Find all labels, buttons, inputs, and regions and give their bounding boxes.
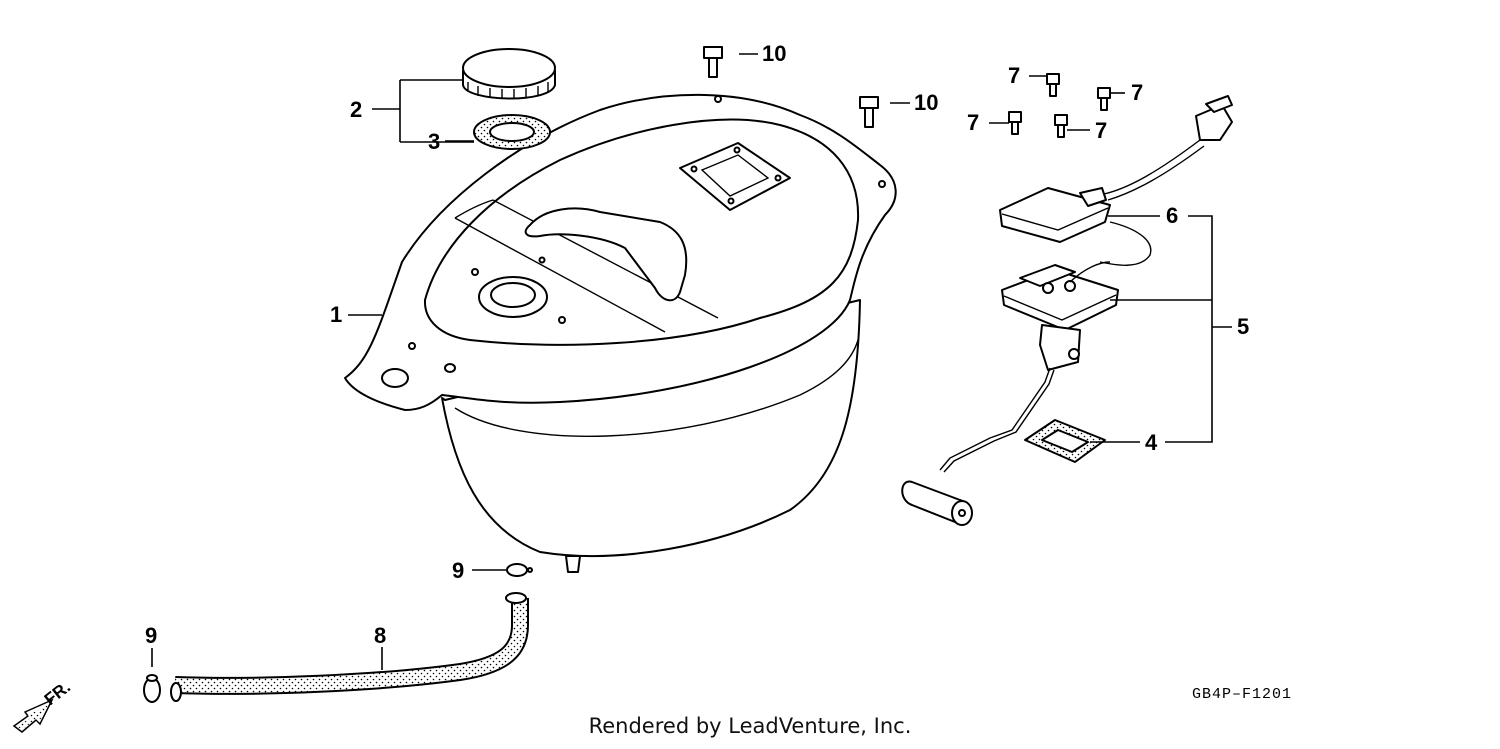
callout-7d: 7 — [1095, 118, 1107, 143]
callout-7a: 7 — [1008, 63, 1020, 88]
fuel-hose — [170, 592, 529, 702]
fuel-tank — [344, 93, 897, 573]
bolt-10-b — [859, 96, 879, 128]
bolt-10-a — [703, 46, 723, 78]
screw-7-d — [1054, 114, 1068, 138]
callout-9a: 9 — [452, 558, 464, 583]
fuel-unit — [901, 261, 1119, 526]
leader-lines — [151, 53, 1232, 670]
callout-1: 1 — [330, 302, 342, 327]
callout-3: 3 — [428, 129, 440, 154]
callout-7c: 7 — [967, 110, 979, 135]
callout-labels: 1 2 3 4 5 6 7 7 7 7 8 9 9 10 10 — [145, 41, 1249, 648]
filler-cap — [462, 48, 556, 100]
callout-2: 2 — [350, 97, 362, 122]
filler-gasket — [473, 114, 551, 150]
hose-clip-a — [506, 563, 533, 577]
diagram-code: GB4P–F1201 — [1192, 686, 1292, 703]
screw-7-b — [1097, 87, 1111, 111]
fuel-unit-cover — [999, 95, 1233, 266]
callout-8: 8 — [374, 623, 386, 648]
callout-4: 4 — [1145, 430, 1158, 455]
callout-10b: 10 — [914, 90, 938, 115]
callout-6: 6 — [1166, 203, 1178, 228]
render-credit: Rendered by LeadVenture, Inc. — [588, 714, 912, 738]
fuel-unit-gasket — [1024, 419, 1106, 463]
callout-10a: 10 — [762, 41, 786, 66]
hose-clip-b — [143, 674, 161, 703]
callout-5: 5 — [1237, 314, 1249, 339]
screw-7-a — [1046, 73, 1060, 97]
screw-7-c — [1008, 111, 1022, 135]
callout-9b: 9 — [145, 623, 157, 648]
callout-7b: 7 — [1131, 80, 1143, 105]
